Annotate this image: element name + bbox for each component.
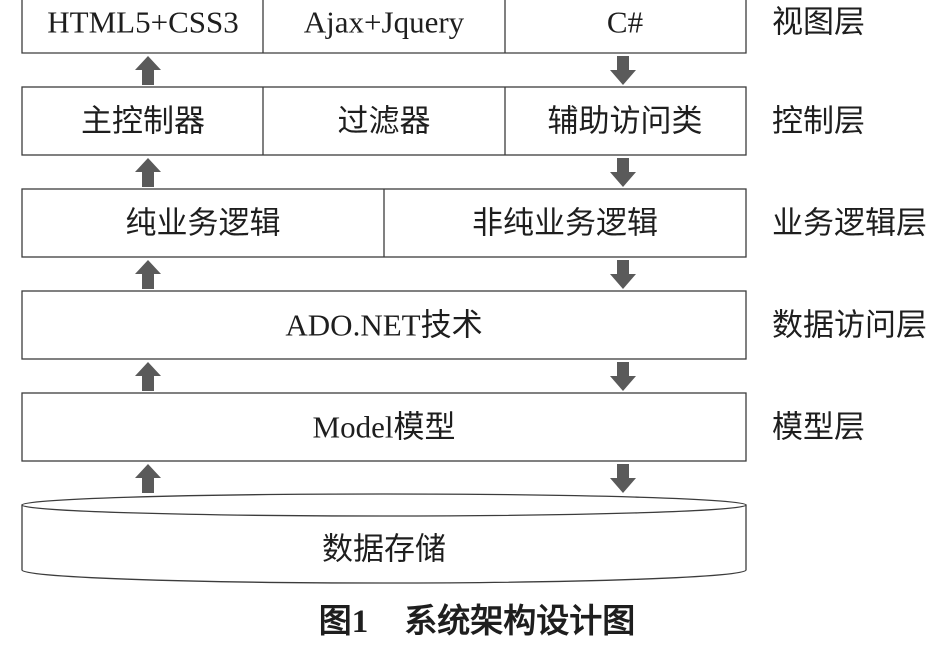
model-layer-cell: Model模型 [313,410,456,445]
data-access-layer: ADO.NET技术 数据访问层 [21,290,927,360]
business-logic-layer-cell-2: 非纯业务逻辑 [472,206,658,241]
down-arrow [610,464,636,493]
figure-caption: 图1 系统架构设计图 [319,602,636,640]
model-layer: Model模型 模型层 [21,392,865,462]
control-layer: 主控制器 过滤器 辅助访问类 控制层 [21,86,865,156]
up-arrow [135,260,161,289]
down-arrow [610,260,636,289]
view-layer-cell-3: C# [607,5,643,40]
business-logic-layer-cell-1: 纯业务逻辑 [126,206,281,241]
up-arrow [135,464,161,493]
control-layer-cell-3: 辅助访问类 [548,104,703,139]
data-storage-label: 数据存储 [322,532,446,567]
up-arrow [135,56,161,85]
down-arrow [610,362,636,391]
view-layer-label: 视图层 [772,5,865,40]
control-layer-label: 控制层 [772,104,865,139]
data-access-layer-frame [21,290,747,360]
data-access-layer-cell: ADO.NET技术 [285,308,482,343]
model-layer-label: 模型层 [772,410,865,445]
view-layer-frame [21,0,747,54]
model-layer-frame [21,392,747,462]
control-layer-cell-1: 主控制器 [81,104,205,139]
cylinder-top [21,493,747,517]
business-logic-layer: 纯业务逻辑 非纯业务逻辑 业务逻辑层 [21,188,927,258]
figure-title: 系统架构设计图 [404,602,635,640]
up-arrow [135,362,161,391]
business-logic-layer-label: 业务逻辑层 [772,206,927,241]
down-arrow [610,158,636,187]
control-layer-cell-2: 过滤器 [338,104,431,139]
view-layer: HTML5+CSS3 Ajax+Jquery C# 视图层 [21,0,865,54]
figure-number: 图1 [319,604,369,640]
view-layer-cell-1: HTML5+CSS3 [47,5,238,40]
cylinder-body [21,504,747,584]
down-arrow [610,56,636,85]
data-storage-cylinder: 数据存储 [21,493,747,584]
view-layer-cell-2: Ajax+Jquery [304,5,465,40]
control-layer-frame [21,86,747,156]
data-access-layer-label: 数据访问层 [772,308,927,343]
up-arrow [135,158,161,187]
